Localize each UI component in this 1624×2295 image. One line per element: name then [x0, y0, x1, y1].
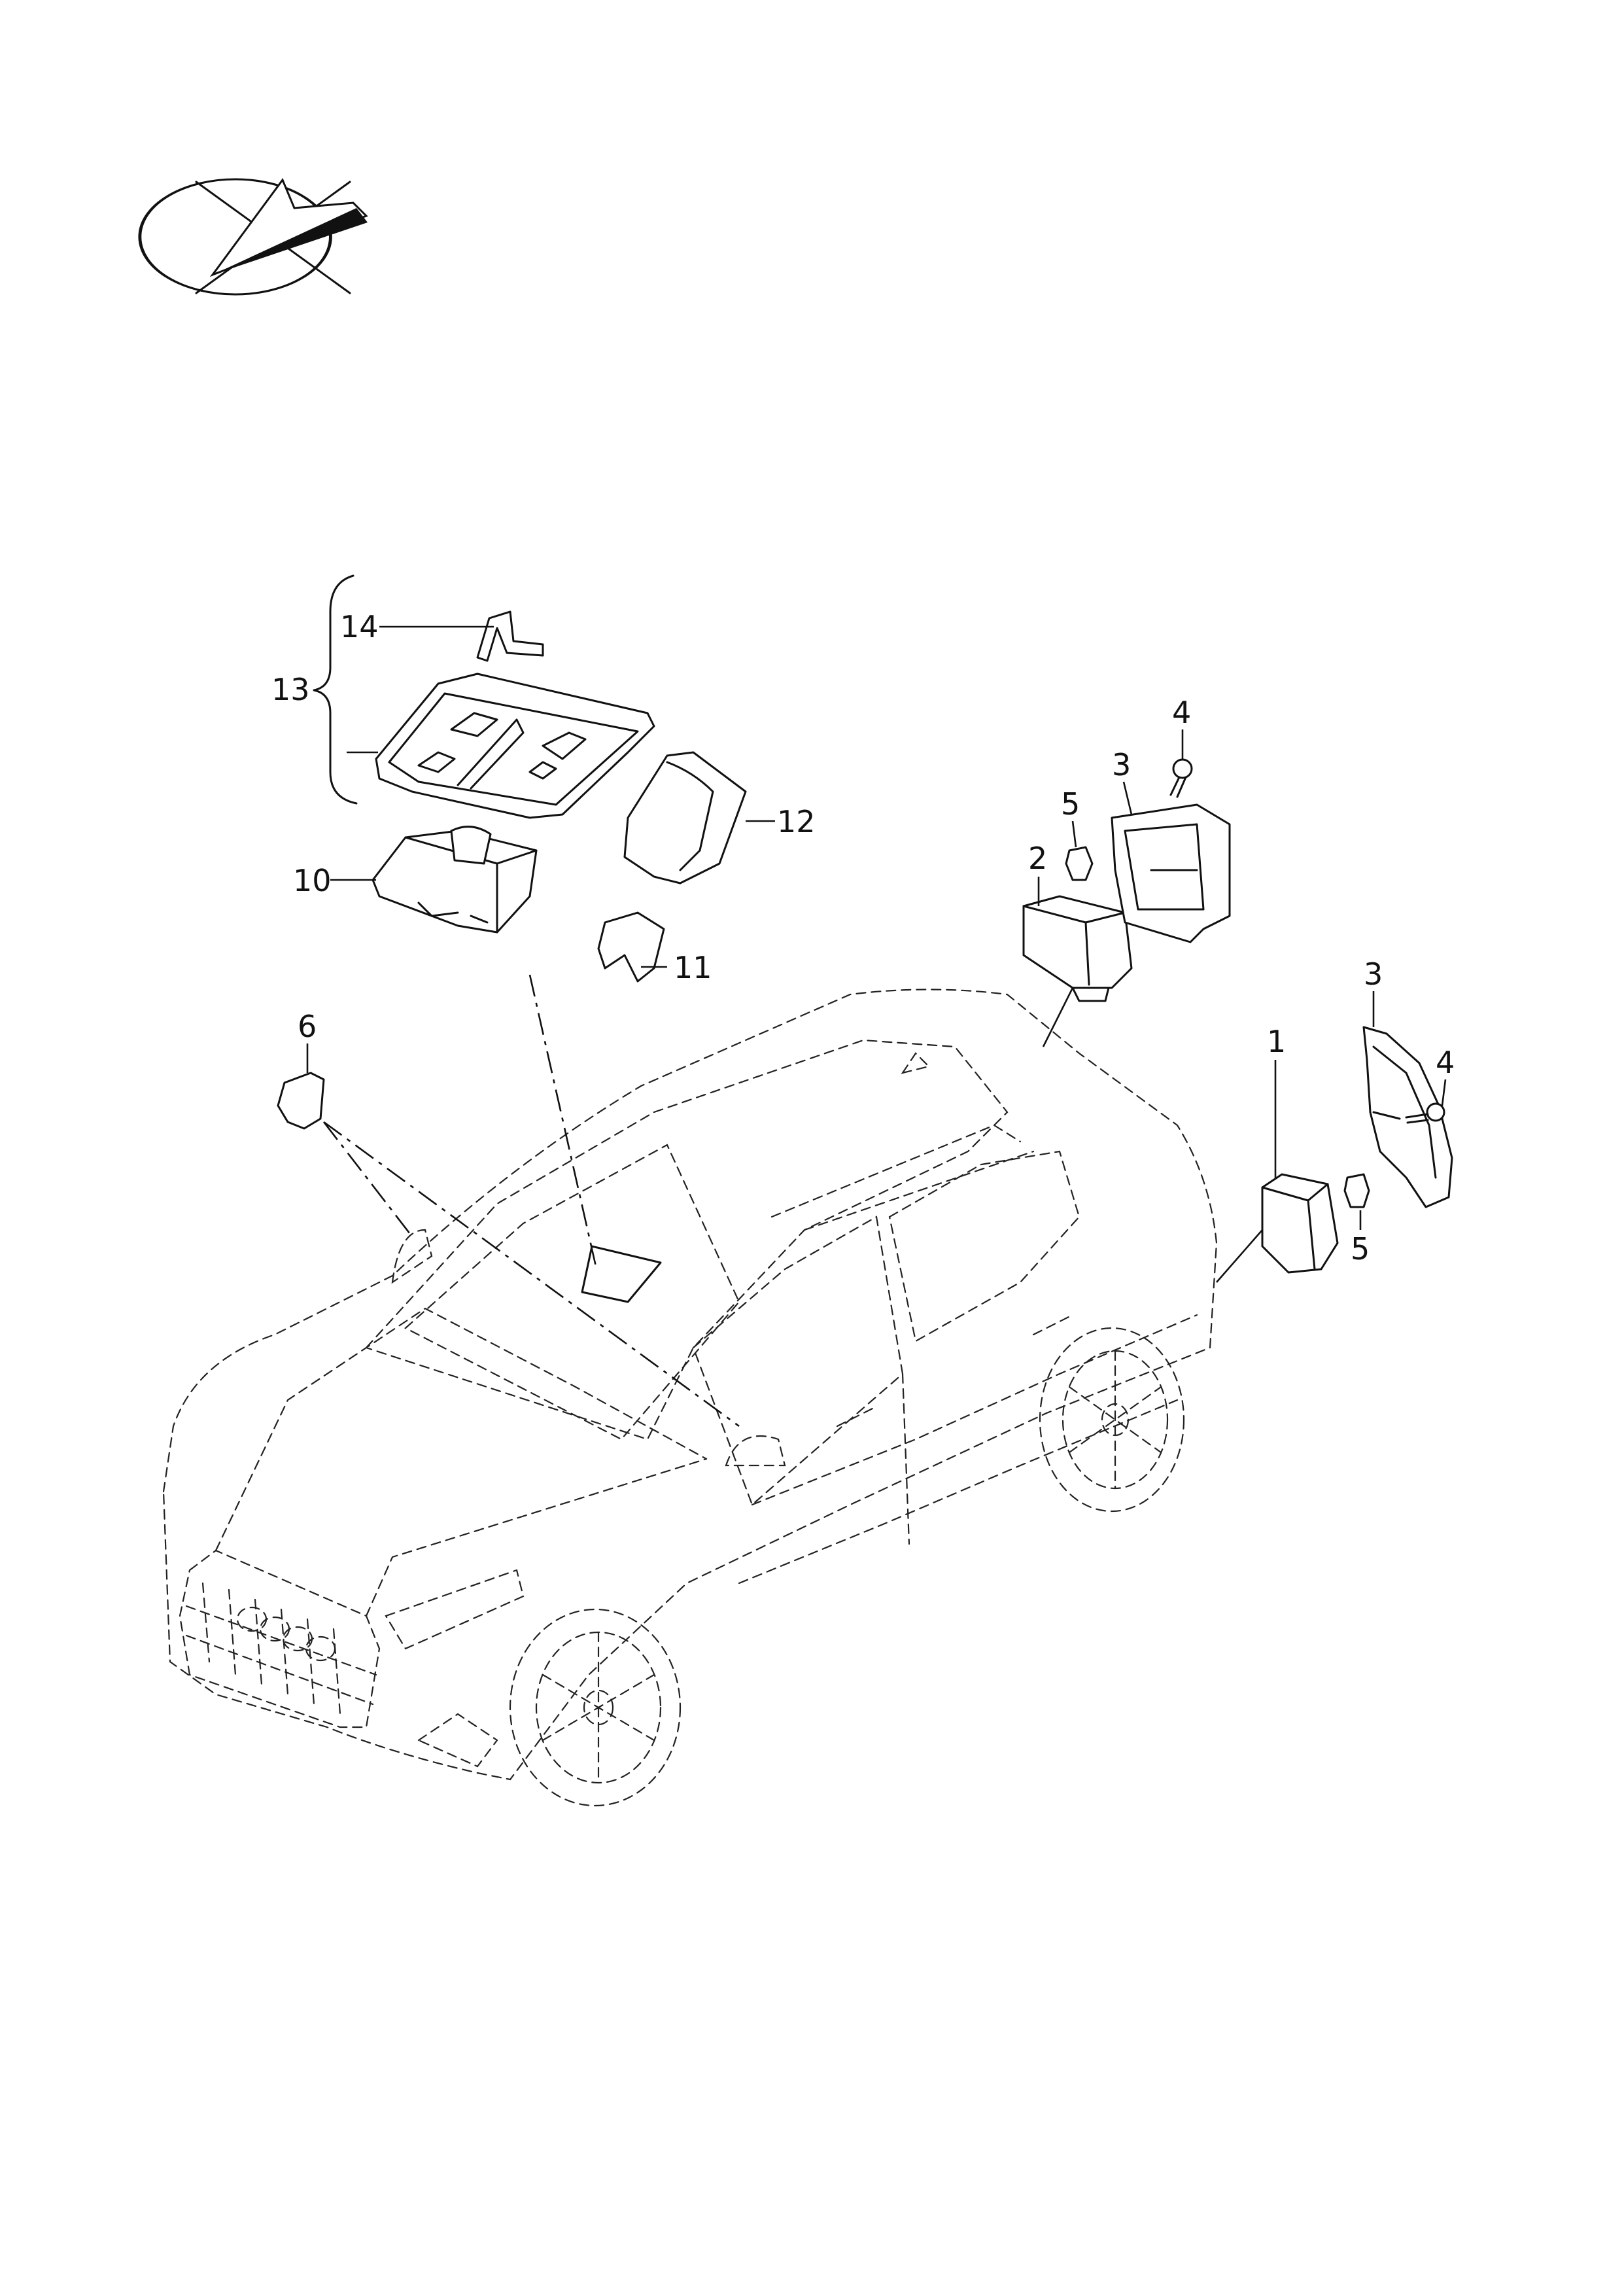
part-14-clip-icon — [476, 610, 544, 662]
part-1-control-unit-icon — [1261, 1173, 1339, 1274]
callout-5-upper: 5 — [1061, 786, 1080, 822]
part-10-camera-module-icon — [371, 826, 538, 934]
callout-4-lower: 4 — [1436, 1045, 1455, 1080]
callout-6: 6 — [298, 1009, 317, 1044]
location-lines — [322, 974, 740, 1428]
callout-1: 1 — [1267, 1024, 1286, 1059]
callout-12: 12 — [777, 804, 816, 839]
part-11-small-cover-icon — [597, 911, 665, 983]
group-13-brace — [313, 574, 358, 805]
part-12-cover-icon — [623, 751, 747, 885]
callout-3-lower: 3 — [1364, 956, 1383, 992]
leader-lines — [306, 625, 1447, 1283]
vehicle-outline — [162, 989, 1218, 1807]
part-4-screw-lower-icon — [1405, 1102, 1445, 1124]
part-6-sensor-icon — [277, 1072, 325, 1130]
callout-4-upper: 4 — [1172, 695, 1191, 730]
part-2-control-unit-icon — [1022, 895, 1133, 1002]
callout-3-upper: 3 — [1112, 747, 1131, 782]
windscreen-camera-cover — [581, 1245, 662, 1303]
callout-11: 11 — [674, 950, 712, 985]
callout-2: 2 — [1028, 841, 1047, 876]
part-5-nut-upper-icon — [1065, 846, 1094, 881]
callout-14: 14 — [340, 609, 379, 644]
callout-10: 10 — [293, 863, 332, 898]
callout-5-lower: 5 — [1351, 1231, 1370, 1267]
part-3-bracket-upper-icon — [1111, 803, 1231, 943]
orientation-symbol-icon — [138, 177, 368, 296]
part-4-screw-upper-icon — [1169, 758, 1193, 798]
callouts: 14 13 10 12 11 6 2 5 3 4 1 3 4 5 — [271, 609, 1455, 1267]
callout-13: 13 — [271, 672, 310, 707]
part-5-nut-lower-icon — [1343, 1173, 1370, 1208]
part-13-mounting-plate-icon — [375, 673, 655, 819]
